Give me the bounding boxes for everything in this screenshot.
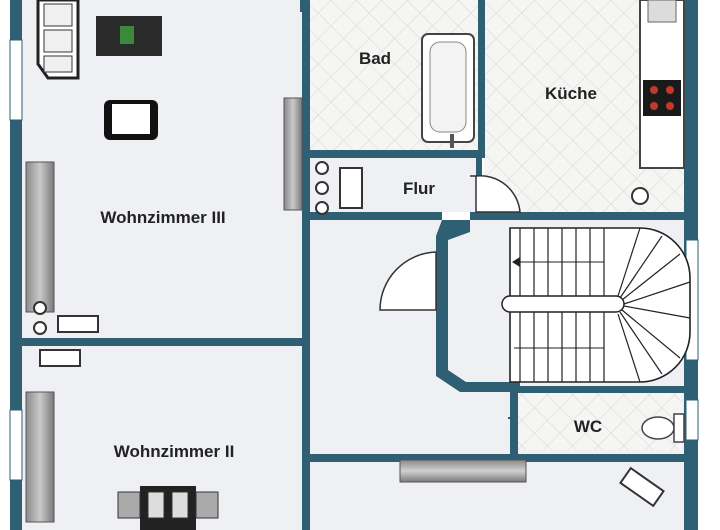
toilet (641, 413, 685, 443)
dining-table (117, 486, 219, 530)
room-label-flur: Flur (403, 179, 435, 198)
armchair (104, 100, 158, 140)
room-label-bad: Bad (359, 49, 391, 68)
door-markers (123, 39, 518, 462)
flur-furniture (315, 161, 363, 215)
walls (10, 0, 698, 530)
staircase (501, 227, 691, 383)
kitchen-counter (631, 0, 685, 205)
wall-items (33, 301, 665, 508)
tv-table (96, 16, 162, 56)
doors (379, 175, 521, 311)
radiators (25, 97, 527, 523)
room-label-wohnzimmer-3: Wohnzimmer III (100, 208, 225, 227)
room-label-wc: WC (574, 417, 602, 436)
sofa (36, 0, 80, 80)
room-label-kueche: Küche (545, 84, 597, 103)
floor-flur (310, 158, 482, 212)
stair-wall (436, 220, 520, 392)
room-label-wohnzimmer-2: Wohnzimmer II (114, 442, 235, 461)
bathtub (421, 33, 475, 148)
